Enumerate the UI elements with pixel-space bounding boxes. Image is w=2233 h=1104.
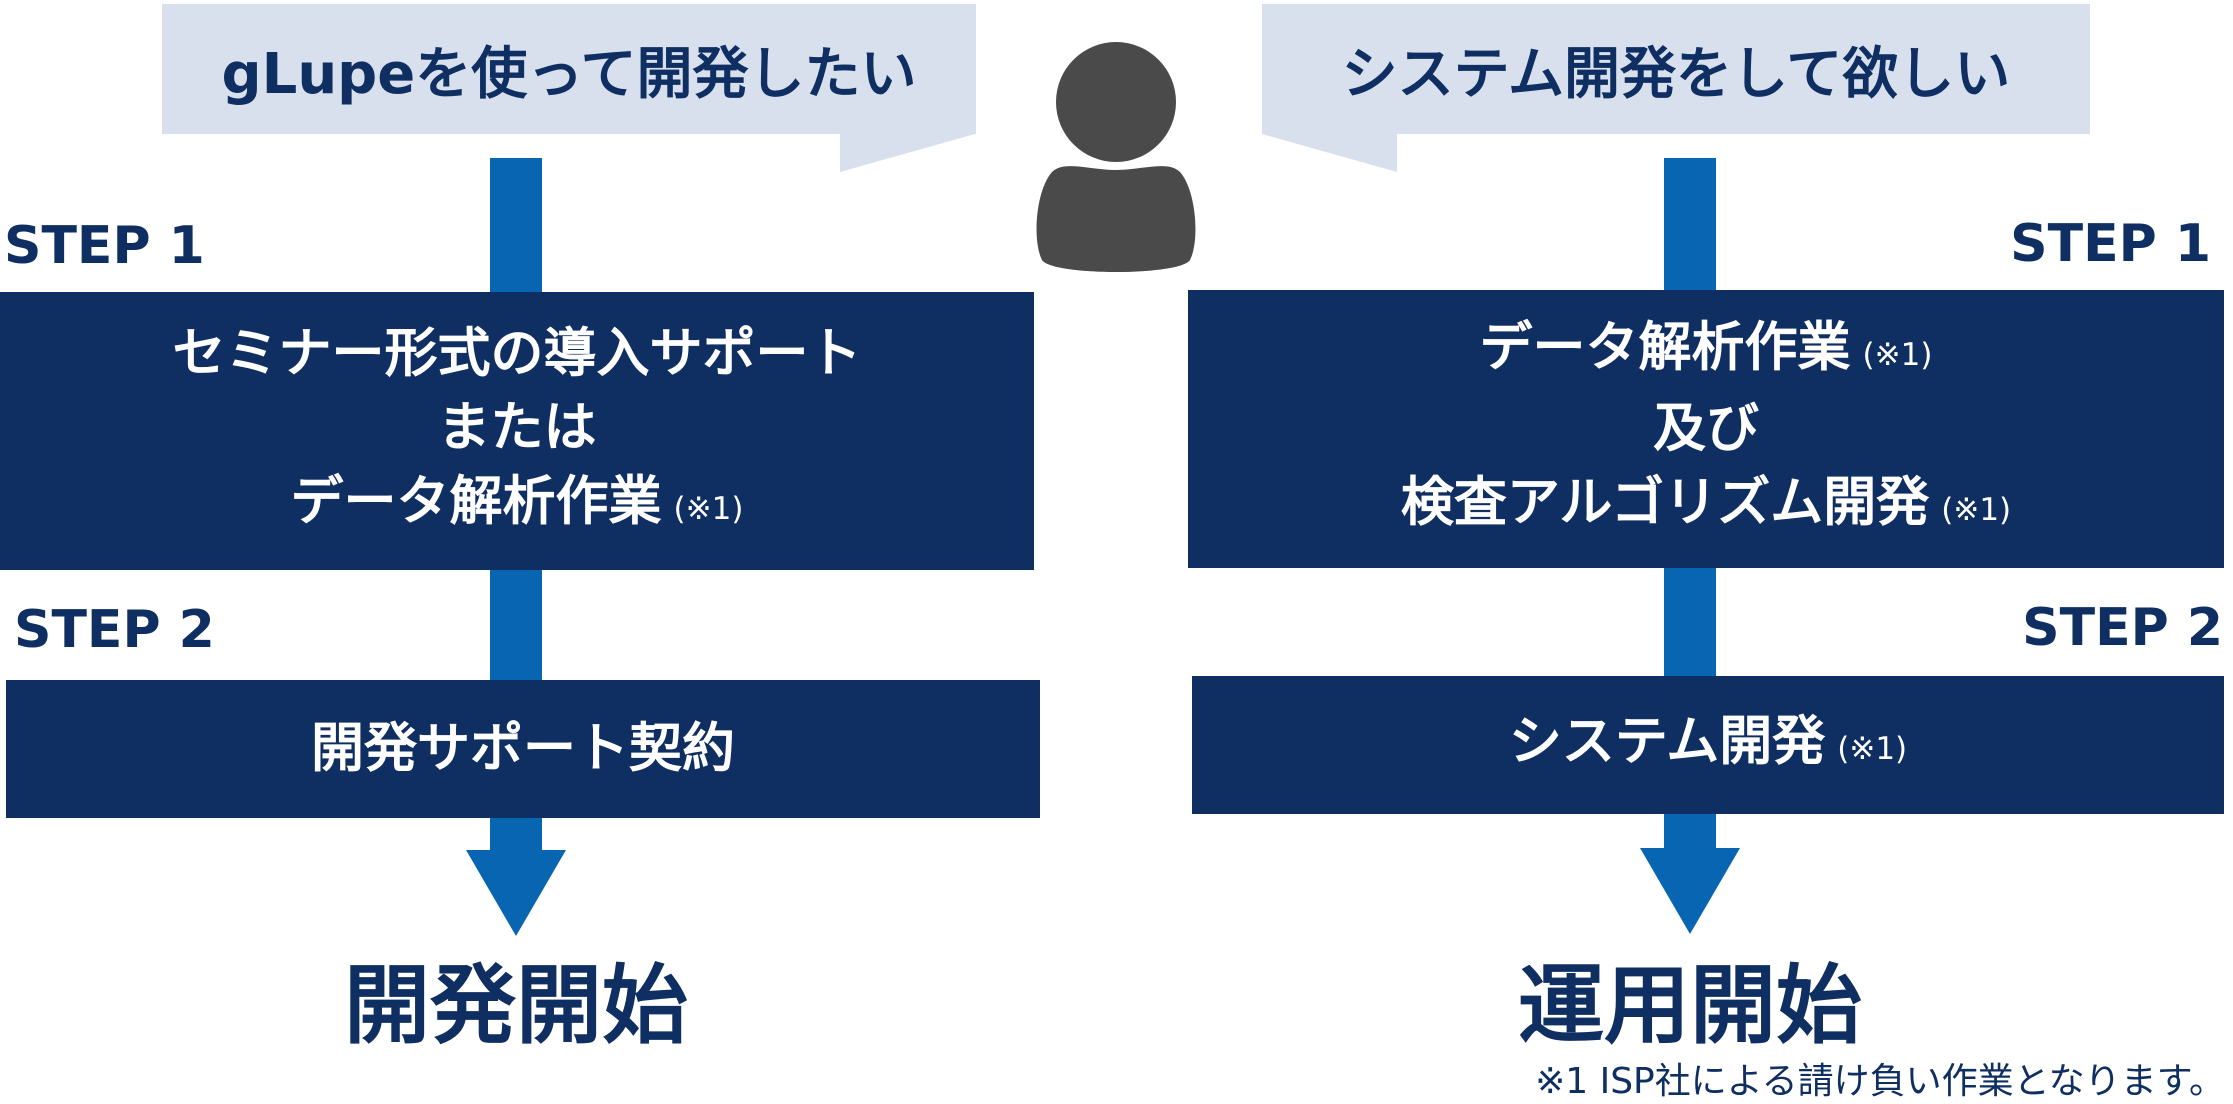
right-speech-bubble: システム開発をして欲しい: [1262, 4, 2090, 134]
left-step1-line3-row: データ解析作業 (※1): [291, 465, 744, 546]
left-step1-line2: または: [437, 396, 597, 458]
left-bubble-tail: [840, 134, 975, 172]
right-step1-line1-row: データ解析作業 (※1): [1480, 311, 1933, 392]
left-step1-box: セミナー形式の導入サポート または データ解析作業 (※1): [0, 292, 1034, 570]
left-step2-box: 開発サポート契約: [6, 680, 1040, 818]
right-step2-note: (※1): [1837, 730, 1908, 767]
left-step1-label: STEP 1: [4, 216, 205, 276]
right-step1-line3: 検査アルゴリズム開発: [1400, 472, 1930, 533]
right-bubble-text: システム開発をして欲しい: [1341, 41, 2011, 107]
left-step2-text: 開発サポート契約: [311, 718, 735, 779]
right-step1-line3-row: 検査アルゴリズム開発 (※1): [1401, 466, 2011, 547]
left-arrow-shaft-middle: [490, 570, 542, 680]
footnote: ※1 ISP社による請け負い作業となります。: [1535, 1061, 2225, 1102]
right-step1-box: データ解析作業 (※1) 及び 検査アルゴリズム開発 (※1): [1188, 290, 2224, 568]
person-icon: [1034, 40, 1198, 276]
left-step1-line1: セミナー形式の導入サポート: [172, 322, 862, 384]
left-bubble-text: gLupeを使って開発したい: [221, 41, 917, 107]
right-step2-text: システム開発: [1508, 710, 1826, 772]
right-step1-line3-note: (※1): [1941, 492, 2012, 528]
right-arrow-shaft-middle: [1664, 568, 1716, 676]
left-step1-line3: データ解析作業: [290, 470, 662, 532]
right-arrow-shaft-top: [1664, 158, 1716, 290]
right-result: 運用開始: [1518, 956, 1862, 1056]
right-step1-label: STEP 1: [2010, 214, 2211, 274]
left-arrow-shaft-bottom: [490, 818, 542, 852]
left-arrow-head: [466, 850, 566, 936]
right-step2-label: STEP 2: [2022, 598, 2223, 658]
left-result: 開発開始: [344, 956, 688, 1056]
right-bubble-tail: [1262, 134, 1397, 172]
right-step1-line1: データ解析作業: [1479, 317, 1851, 378]
right-arrow-shaft-bottom: [1664, 814, 1716, 850]
right-step1-line2: 及び: [1653, 398, 1759, 459]
left-step1-note: (※1): [673, 490, 744, 527]
right-step2-box: システム開発 (※1): [1192, 676, 2224, 814]
left-step2-label: STEP 2: [14, 600, 215, 660]
left-speech-bubble: gLupeを使って開発したい: [162, 4, 976, 134]
right-arrow-head: [1640, 848, 1740, 934]
right-step1-line1-note: (※1): [1862, 337, 1933, 373]
left-arrow-shaft-top: [490, 158, 542, 292]
right-step2-row: システム開発 (※1): [1509, 705, 1907, 786]
